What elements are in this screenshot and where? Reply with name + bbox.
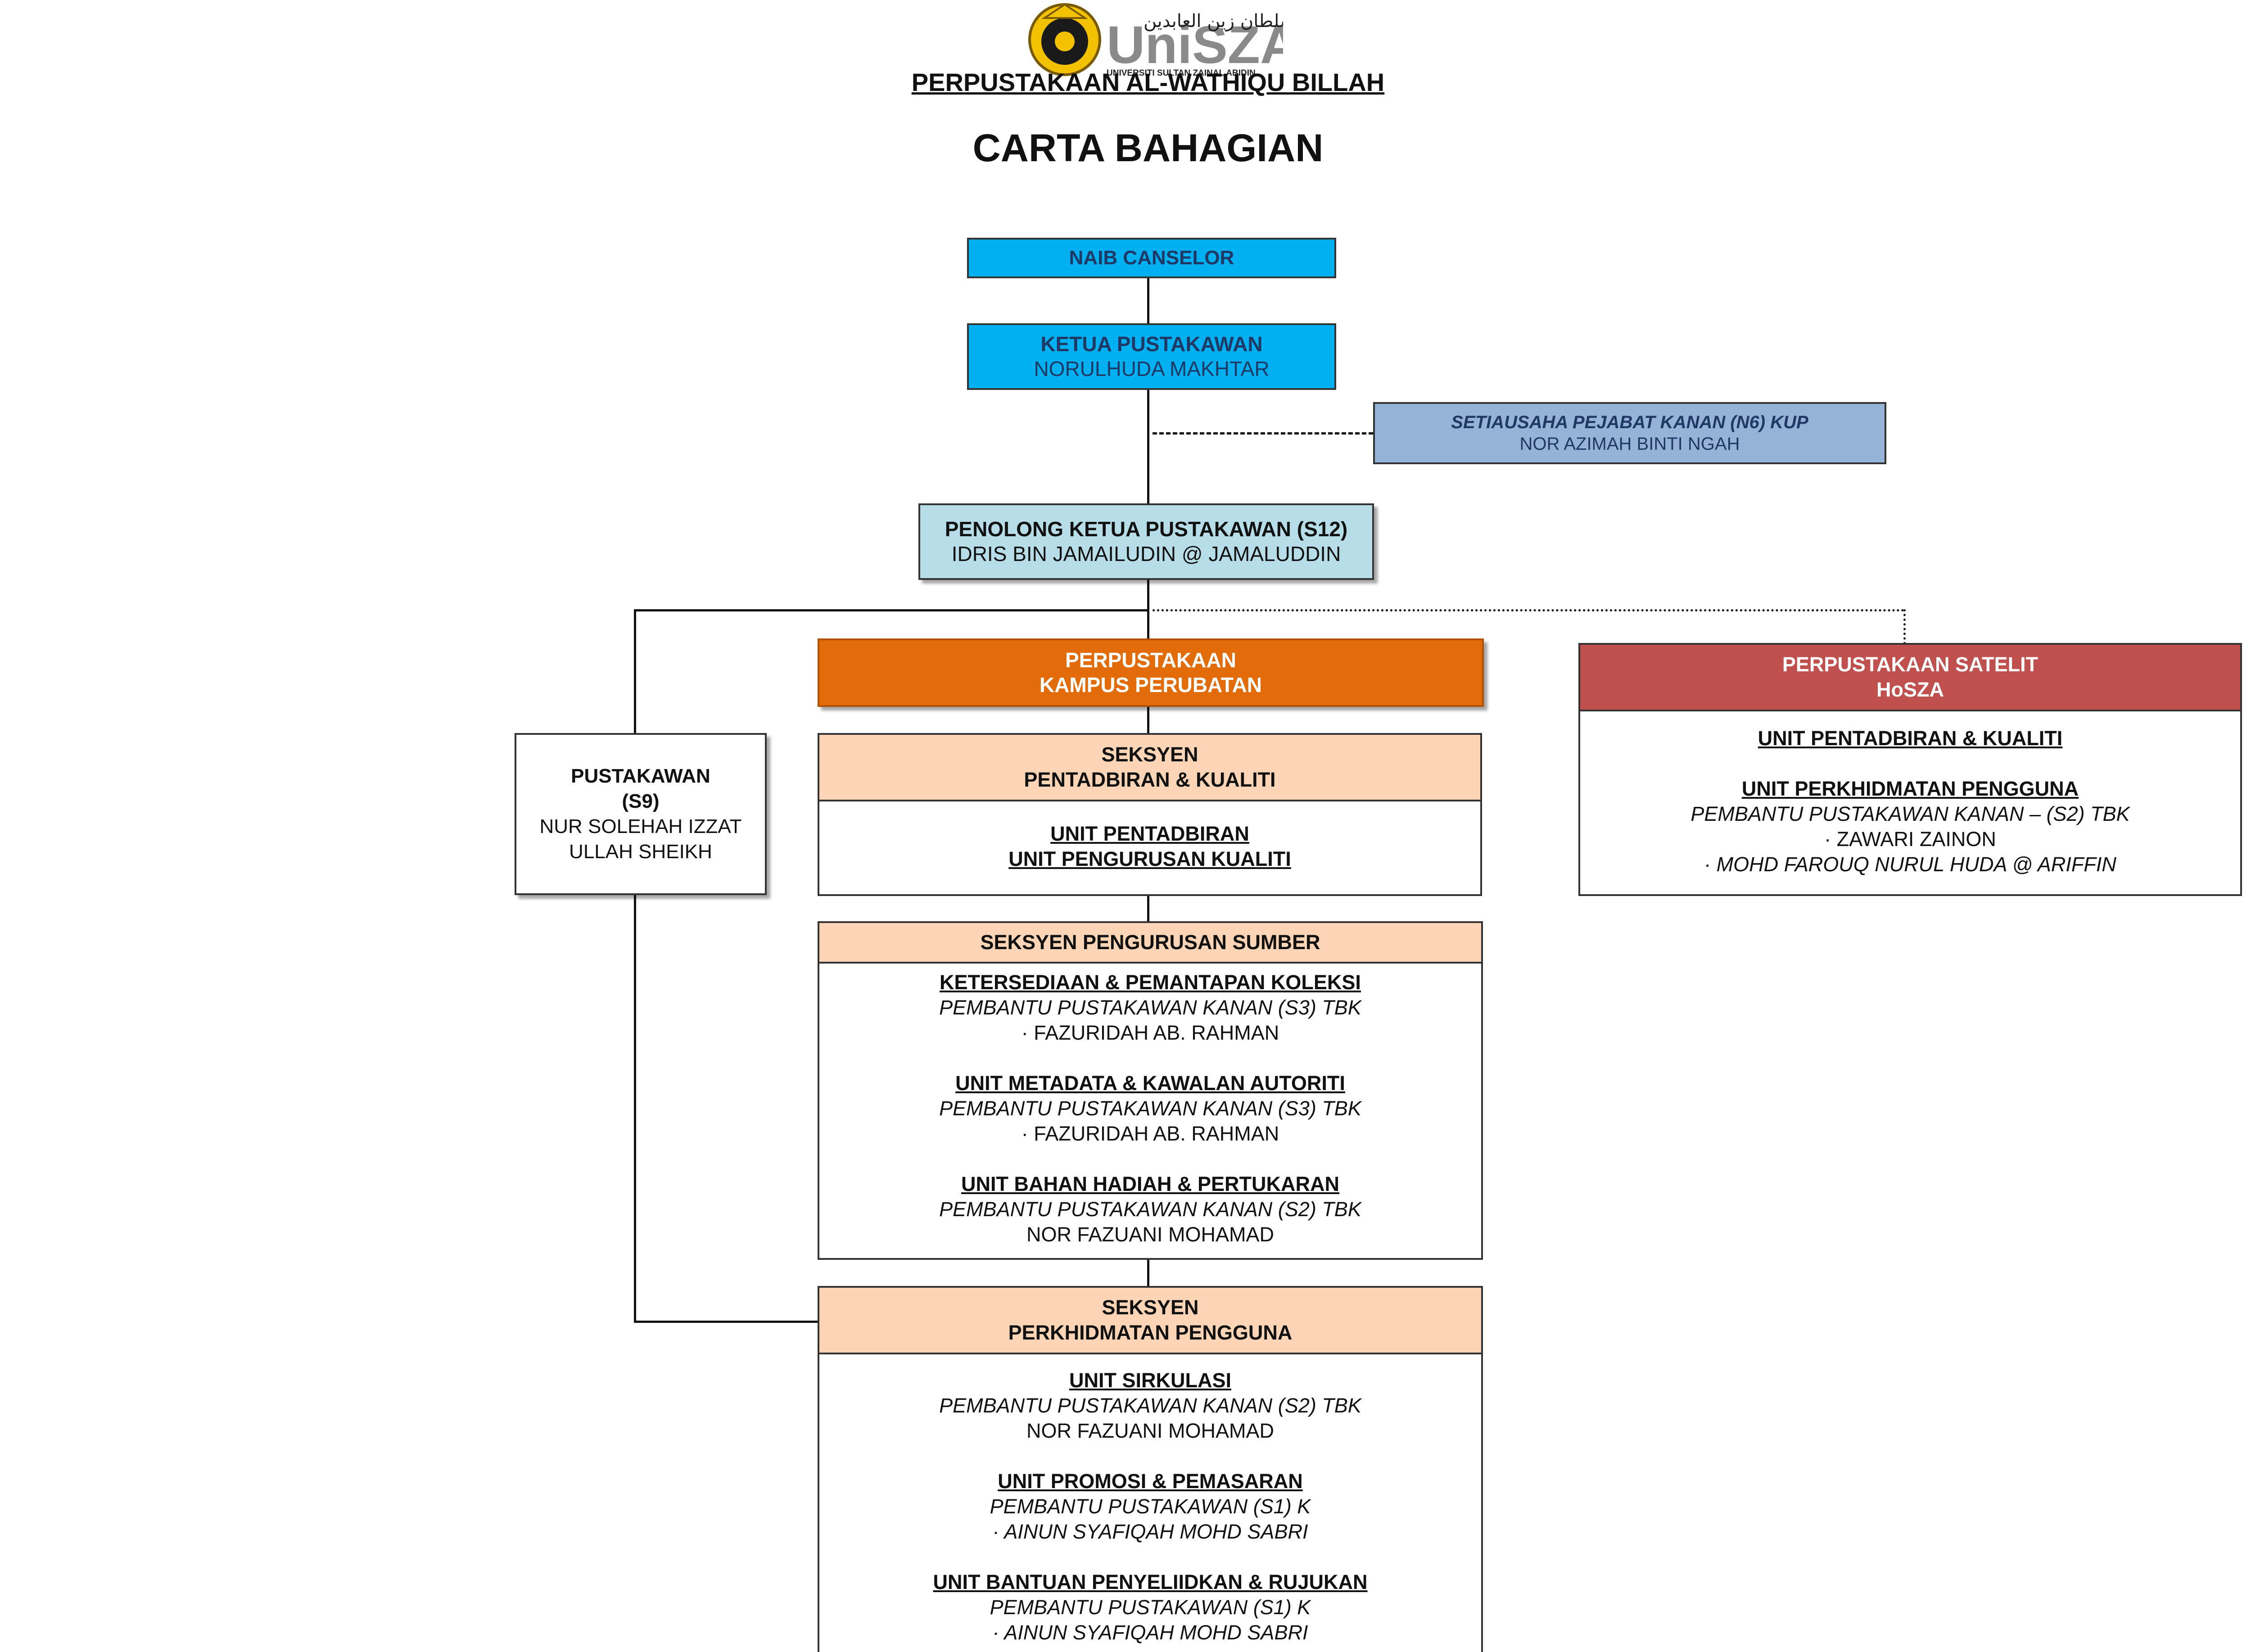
unisza-logo-graphic: UniSZA يونيۏرسيتي سلطان زين العابدين UNI… — [1028, 3, 1385, 78]
node-title: PERPUSTAKAAN SATELIT — [1782, 653, 2039, 676]
node-title: PENOLONG KETUA PUSTAKAWAN (S12) — [945, 517, 1348, 541]
connector-line — [1147, 896, 1149, 921]
connector-line — [1147, 1260, 1149, 1286]
chart-title: CARTA BAHAGIAN — [972, 127, 1324, 170]
spacer — [819, 1046, 1481, 1071]
connector-line — [1147, 390, 1149, 503]
connector-line — [634, 1321, 818, 1323]
unit-name: UNIT PENTADBIRAN & KUALITI — [1758, 727, 2063, 750]
person-name: ZAWARI ZAINON — [1836, 828, 1996, 851]
unit-role: PEMBANTU PUSTAKAWAN KANAN (S2) TBK — [939, 1198, 1361, 1221]
person-name: AINUN SYAFIQAH MOHD SABRI — [1004, 1520, 1308, 1543]
node-pustakawan: PUSTAKAWAN (S9) NUR SOLEHAH IZZAT ULLAH … — [515, 733, 767, 895]
node-person: NOR AZIMAH BINTI NGAH — [1519, 434, 1740, 454]
node-title: SEKSYEN PENGURUSAN SUMBER — [980, 931, 1320, 954]
unit-person: · AINUN SYAFIQAH MOHD SABRI — [992, 1520, 1308, 1543]
node-grade: (S9) — [622, 790, 660, 812]
unit-name: UNIT SIRKULASI — [1069, 1369, 1231, 1392]
connector-line — [1147, 707, 1149, 733]
node-person: IDRIS BIN JAMAILUDIN @ JAMALUDDIN — [951, 542, 1341, 566]
person-name: FAZURIDAH AB. RAHMAN — [1034, 1021, 1279, 1044]
unit-role: PEMBANTU PUSTAKAWAN KANAN (S2) TBK — [939, 1394, 1361, 1417]
logo-wordmark: UniSZA — [1107, 15, 1283, 75]
node-title: SEKSYEN — [1102, 1296, 1199, 1319]
unit-role: PEMBANTU PUSTAKAWAN (S1) K — [990, 1596, 1311, 1619]
node-subtitle: PENTADBIRAN & KUALITI — [1024, 768, 1276, 791]
node-title: NAIB CANSELOR — [1069, 246, 1234, 269]
logo-subtext: UNIVERSITI SULTAN ZAINAL ABIDIN — [1107, 68, 1256, 78]
unit-role: PEMBANTU PUSTAKAWAN (S1) K — [990, 1495, 1311, 1518]
unit-person: NOR FAZUANI MOHAMAD — [1026, 1419, 1275, 1442]
node-setiausaha: SETIAUSAHA PEJABAT KANAN (N6) KUP NOR AZ… — [1373, 402, 1886, 464]
node-kampus-perubatan: PERPUSTAKAAN KAMPUS PERUBATAN — [818, 638, 1484, 707]
unit-person: · AINUN SYAFIQAH MOHD SABRI — [992, 1621, 1308, 1644]
unit-role: PEMBANTU PUSTAKAWAN KANAN (S3) TBK — [939, 1097, 1361, 1120]
unit-role: PEMBANTU PUSTAKAWAN KANAN (S3) TBK — [939, 996, 1361, 1019]
unit-name: UNIT PENGURUSAN KUALITI — [1008, 847, 1291, 870]
unit-name: UNIT METADATA & KAWALAN AUTORITI — [955, 1072, 1345, 1095]
node-naib-canselor: NAIB CANSELOR — [967, 238, 1336, 278]
node-title: SETIAUSAHA PEJABAT KANAN (N6) KUP — [1451, 412, 1808, 432]
unit-role: PEMBANTU PUSTAKAWAN KANAN – (S2) TBK — [1691, 802, 2130, 825]
unit-person: · FAZURIDAH AB. RAHMAN — [1021, 1122, 1279, 1145]
node-title: SEKSYEN — [1101, 743, 1198, 766]
node-seksyen-pentadbiran: SEKSYEN PENTADBIRAN & KUALITI UNIT PENTA… — [818, 733, 1482, 896]
node-subtitle: HoSZA — [1876, 678, 1944, 701]
seksyen-body: UNIT SIRKULASI PEMBANTU PUSTAKAWAN KANAN… — [819, 1354, 1481, 1645]
spacer — [1580, 751, 2240, 776]
unit-name: UNIT BANTUAN PENYELIIDKAN & RUJUKAN — [933, 1571, 1368, 1593]
node-title: PERPUSTAKAAN — [1065, 648, 1236, 672]
connector-line — [634, 609, 1149, 611]
unit-person: · FAZURIDAH AB. RAHMAN — [1021, 1021, 1279, 1044]
unit-person: · ZAWARI ZAINON — [1824, 828, 1996, 851]
node-person: NORULHUDA MAKHTAR — [1034, 357, 1270, 380]
unit-person: · MOHD FAROUQ NURUL HUDA @ ARIFFIN — [1704, 853, 2116, 876]
connector-line — [1147, 278, 1149, 323]
satelit-body: UNIT PENTADBIRAN & KUALITI UNIT PERKHIDM… — [1580, 711, 2240, 877]
node-seksyen-pengurusan-sumber: SEKSYEN PENGURUSAN SUMBER KETERSEDIAAN &… — [818, 921, 1483, 1260]
node-title: KETUA PUSTAKAWAN — [1040, 332, 1263, 356]
spacer — [819, 1146, 1481, 1172]
seksyen-body: KETERSEDIAAN & PEMANTAPAN KOLEKSI PEMBAN… — [819, 964, 1481, 1247]
spacer — [819, 1544, 1481, 1570]
unit-person: NOR FAZUANI MOHAMAD — [1026, 1223, 1275, 1246]
node-person: ULLAH SHEIKH — [569, 841, 712, 863]
dotted-connector — [1903, 609, 1906, 644]
unit-name: UNIT PROMOSI & PEMASARAN — [998, 1470, 1303, 1493]
person-name: AINUN SYAFIQAH MOHD SABRI — [1004, 1621, 1308, 1644]
node-perpustakaan-satelit: PERPUSTAKAAN SATELIT HoSZA UNIT PENTADBI… — [1578, 643, 2242, 896]
unit-name: UNIT PENTADBIRAN — [1050, 822, 1249, 845]
logo-jawi: يونيۏرسيتي سلطان زين العابدين — [1144, 11, 1283, 32]
node-subtitle: PERKHIDMATAN PENGGUNA — [1008, 1321, 1293, 1344]
spacer — [819, 1444, 1481, 1469]
connector-line — [634, 609, 636, 733]
unisza-logo: UniSZA يونيۏرسيتي سلطان زين العابدين UNI… — [1026, 0, 1385, 79]
person-name: FAZURIDAH AB. RAHMAN — [1034, 1122, 1279, 1145]
node-subtitle: KAMPUS PERUBATAN — [1039, 673, 1262, 697]
unit-name: KETERSEDIAAN & PEMANTAPAN KOLEKSI — [940, 971, 1361, 994]
node-title: PUSTAKAWAN — [571, 765, 710, 787]
satelit-header: PERPUSTAKAAN SATELIT HoSZA — [1580, 645, 2240, 711]
node-seksyen-perkhidmatan-pengguna: SEKSYEN PERKHIDMATAN PENGGUNA UNIT SIRKU… — [818, 1286, 1483, 1652]
connector-line — [634, 895, 636, 1323]
org-title: PERPUSTAKAAN AL-WATHIQU BILLAH — [911, 68, 1385, 96]
unit-name: UNIT PERKHIDMATAN PENGGUNA — [1741, 777, 2079, 800]
node-ketua-pustakawan: KETUA PUSTAKAWAN NORULHUDA MAKHTAR — [967, 323, 1336, 390]
node-person: NUR SOLEHAH IZZAT — [539, 815, 742, 837]
seksyen-header: SEKSYEN PENTADBIRAN & KUALITI — [819, 735, 1480, 801]
dashed-connector — [1153, 432, 1373, 434]
dotted-connector — [1153, 609, 1904, 611]
node-penolong-ketua-pustakawan: PENOLONG KETUA PUSTAKAWAN (S12) IDRIS BI… — [918, 503, 1374, 580]
seksyen-header: SEKSYEN PERKHIDMATAN PENGGUNA — [819, 1288, 1481, 1354]
person-name: MOHD FAROUQ NURUL HUDA @ ARIFFIN — [1716, 853, 2116, 876]
unit-name: UNIT BAHAN HADIAH & PERTUKARAN — [961, 1172, 1339, 1195]
seksyen-header: SEKSYEN PENGURUSAN SUMBER — [819, 923, 1481, 964]
seksyen-body: UNIT PENTADBIRAN UNIT PENGURUSAN KUALITI — [819, 801, 1480, 872]
